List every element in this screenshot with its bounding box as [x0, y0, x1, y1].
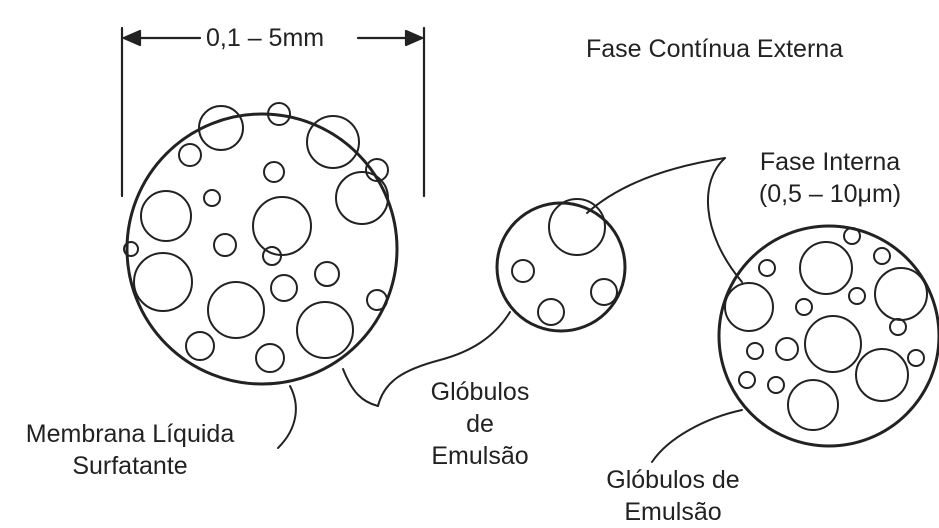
emulsion-left-line2: de: [400, 408, 560, 440]
membrane-line1: Membrana Líquida: [0, 418, 260, 450]
globule-tail-left: [343, 369, 378, 406]
dimension-right-arrowhead: [406, 31, 422, 45]
external-phase-label: Fase Contínua Externa: [586, 33, 843, 65]
internal-phase-line1: Fase Interna: [730, 146, 930, 178]
dimension-label: 0,1 – 5mm: [206, 22, 324, 54]
right-globule-circle: [719, 226, 939, 446]
internal-phase-label: Fase Interna (0,5 – 10μm): [730, 146, 930, 210]
middle-globule-circle: [497, 203, 625, 331]
large-membrane-globule: [124, 103, 397, 384]
emulsion-right-line1: Glóbulos de: [583, 464, 763, 496]
internal-phase-leader-upper: [587, 158, 725, 213]
membrane-label: Membrana Líquida Surfatante: [0, 418, 260, 482]
emulsion-left-line1: Glóbulos: [400, 376, 560, 408]
middle-emulsion-globule: [497, 199, 625, 331]
right-globule-leader-line: [652, 410, 742, 462]
right-globule-droplets: [725, 228, 927, 430]
emulsion-globules-label-left: Glóbulos de Emulsão: [400, 376, 560, 472]
emulsion-right-line2: Emulsão: [583, 496, 763, 528]
internal-phase-line2: (0,5 – 10μm): [730, 178, 930, 210]
emulsion-left-line3: Emulsão: [400, 440, 560, 472]
dimension-left-arrowhead: [124, 31, 140, 45]
membrane-line2: Surfatante: [0, 450, 260, 482]
membrane-leader-line: [278, 386, 296, 448]
emulsion-globules-label-right: Glóbulos de Emulsão: [583, 464, 763, 528]
right-emulsion-globule: [719, 226, 939, 446]
